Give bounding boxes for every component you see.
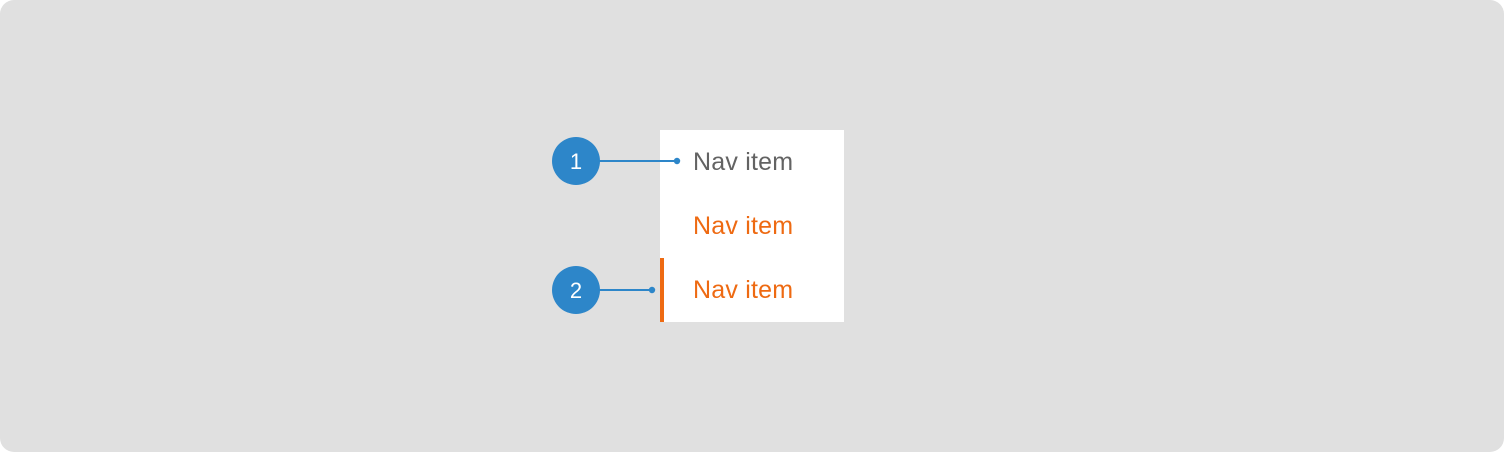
- active-indicator-bar: [660, 258, 664, 322]
- nav-menu: Nav item Nav item Nav item: [660, 130, 844, 322]
- nav-item-label: Nav item: [693, 147, 794, 176]
- callout-2-leader-dot: [648, 286, 656, 294]
- callout-2: 2: [552, 266, 656, 314]
- callout-1-number: 1: [570, 149, 582, 174]
- nav-item-selected[interactable]: Nav item: [660, 258, 844, 322]
- nav-item-label: Nav item: [693, 275, 794, 304]
- callout-2-marker: [552, 266, 600, 314]
- callout-2-number: 2: [570, 278, 582, 303]
- callout-1-marker: [552, 137, 600, 185]
- nav-item-default[interactable]: Nav item: [660, 130, 844, 194]
- nav-item-hover[interactable]: Nav item: [660, 194, 844, 258]
- nav-item-label: Nav item: [693, 211, 794, 240]
